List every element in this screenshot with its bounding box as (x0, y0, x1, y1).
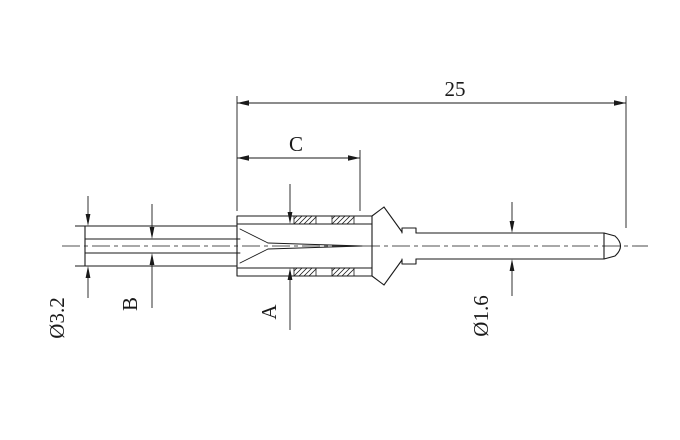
dimension-c-label: C (289, 132, 303, 156)
dimension-pin-diameter-label: Ø1.6 (469, 295, 493, 336)
dimension-a-label: A (257, 304, 281, 320)
collar (401, 227, 417, 265)
dimension-a: A (257, 184, 293, 330)
dimension-b-label: B (118, 297, 142, 311)
dimension-body-diameter: Ø3.2 (45, 196, 96, 339)
dimension-body-diameter-label: Ø3.2 (45, 297, 69, 338)
dimension-total-length-label: 25 (445, 77, 466, 101)
rear-sleeve (84, 225, 241, 267)
part-outline (84, 206, 622, 286)
dimension-c: C (237, 132, 361, 211)
contact-pin (415, 232, 605, 260)
dimension-b: B (118, 204, 155, 311)
dimension-pin-diameter: Ø1.6 (469, 202, 515, 337)
dimension-total-length: 25 (236, 77, 627, 228)
knurl-hatching (293, 215, 355, 277)
flange (371, 206, 403, 286)
crimp-barrel (236, 215, 373, 277)
pin-tip (603, 232, 622, 260)
